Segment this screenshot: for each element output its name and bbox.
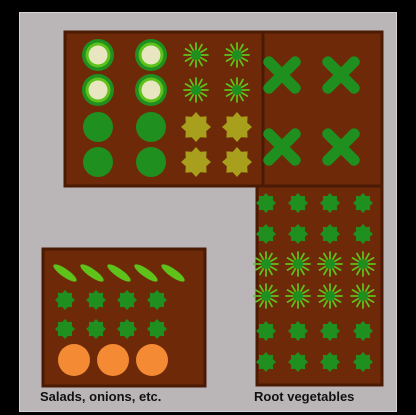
root-plant <box>353 193 373 213</box>
cabbage-plant <box>82 74 114 106</box>
root-plant <box>288 193 308 213</box>
root-plant <box>256 321 276 341</box>
root-plant <box>320 193 340 213</box>
root-plant <box>256 224 276 244</box>
cabbage-plant <box>135 39 167 71</box>
round-plant <box>83 147 113 177</box>
orange-plant <box>58 344 90 376</box>
root-plant <box>256 193 276 213</box>
round-plant <box>136 147 166 177</box>
flower-plant <box>222 112 252 142</box>
root-plant <box>288 224 308 244</box>
salad-plant <box>147 319 167 339</box>
root-plant <box>320 321 340 341</box>
root-plant <box>320 224 340 244</box>
orange-plant <box>136 344 168 376</box>
salad-plant <box>117 290 137 310</box>
flower-plant <box>181 147 211 177</box>
salad-plant <box>117 319 137 339</box>
round-plant <box>136 112 166 142</box>
root-plant <box>256 352 276 372</box>
salad-plant <box>147 290 167 310</box>
cabbage-plant <box>135 74 167 106</box>
root-plant <box>353 321 373 341</box>
salad-plant <box>86 319 106 339</box>
round-plant <box>83 112 113 142</box>
cabbage-plant <box>82 39 114 71</box>
root-plant <box>288 321 308 341</box>
garden-beds <box>20 13 397 412</box>
root-plant <box>320 352 340 372</box>
flower-plant <box>222 147 252 177</box>
garden-plan: Salads, onions, etc. Root vegetables 3 <box>19 12 397 412</box>
bed-top-right <box>263 32 382 186</box>
root-plant <box>353 352 373 372</box>
root-plant <box>288 352 308 372</box>
root-plant <box>353 224 373 244</box>
salad-plant <box>55 290 75 310</box>
orange-plant <box>97 344 129 376</box>
root-vegetables-caption: Root vegetables <box>254 389 354 405</box>
salad-plant <box>86 290 106 310</box>
salads-caption: Salads, onions, etc. <box>40 389 161 405</box>
flower-plant <box>181 112 211 142</box>
salad-plant <box>55 319 75 339</box>
